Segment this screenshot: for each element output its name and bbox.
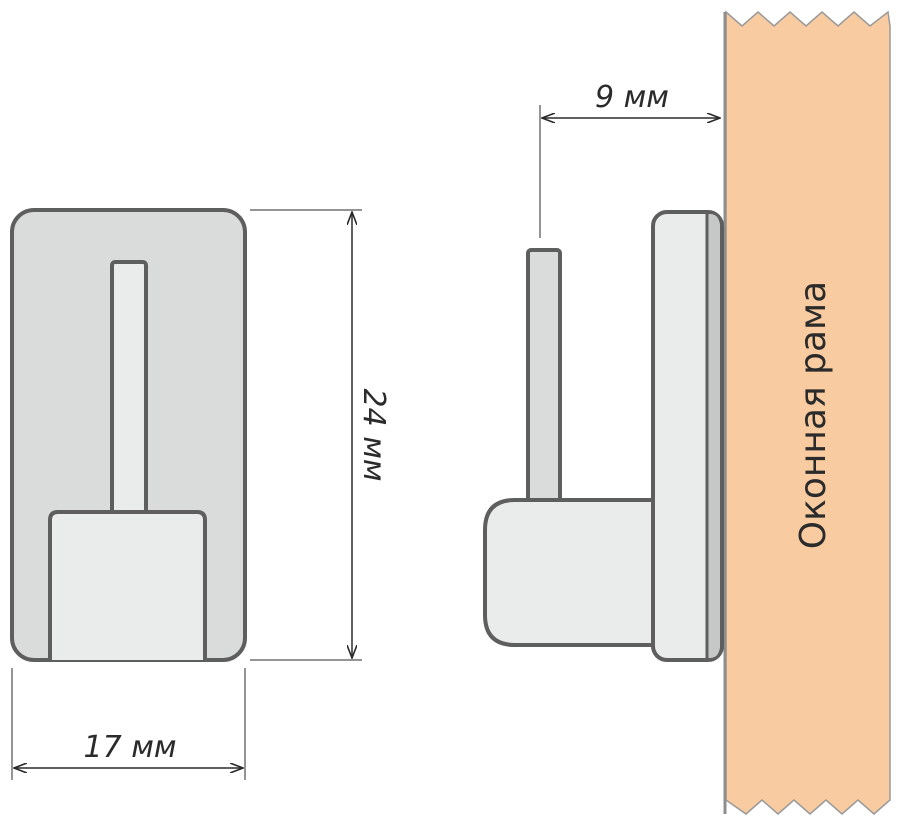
hook-block-front	[48, 510, 207, 660]
hook-front-view	[10, 208, 247, 662]
depth-label: 9 мм	[595, 80, 669, 115]
depth-dimension: 9 мм	[539, 80, 720, 238]
window-frame: Оконная рама	[723, 10, 891, 815]
width-dimension: 17 мм	[11, 668, 246, 780]
hook-base-side	[483, 498, 655, 647]
height-dimension: 24 мм	[250, 209, 391, 661]
height-label: 24 мм	[356, 389, 391, 482]
hook-stem-side	[526, 248, 562, 504]
hook-stem-front	[110, 260, 148, 516]
hook-side-view	[483, 210, 724, 662]
frame-label: Оконная рама	[793, 281, 834, 549]
mounting-plate	[651, 210, 724, 662]
width-label: 17 мм	[84, 730, 177, 765]
